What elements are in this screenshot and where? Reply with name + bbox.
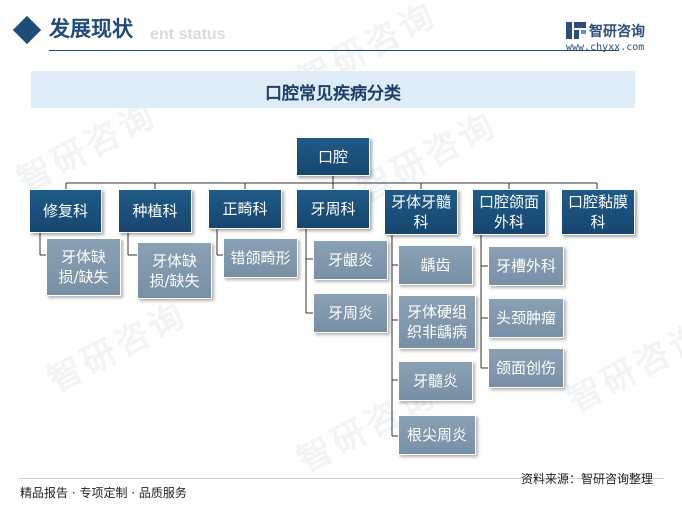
tree-node-item: 错颌畸形 xyxy=(223,238,298,278)
tree-node-item: 牙体硬组织非龋病 xyxy=(398,295,476,349)
diagram-title: 口腔常见疾病分类 xyxy=(265,84,401,104)
tree-node-item: 牙体缺损/缺失 xyxy=(46,238,121,296)
chyxx-logo-icon xyxy=(566,22,586,39)
tree-node-item: 颌面创伤 xyxy=(488,348,564,388)
tree-node-category: 牙体牙髓科 xyxy=(384,189,458,235)
tree-node-item: 牙体缺损/缺失 xyxy=(137,242,212,299)
tree-node-category: 牙周科 xyxy=(296,189,370,229)
tree-node-category: 口腔黏膜科 xyxy=(561,189,635,235)
header-title-en: ent status xyxy=(150,26,226,43)
header-divider xyxy=(49,50,619,51)
diagram-title-band: 口腔常见疾病分类 xyxy=(31,71,635,108)
tree-node-root: 口腔 xyxy=(296,137,370,176)
tree-node-category: 修复科 xyxy=(29,189,102,233)
tree-node-item: 龋齿 xyxy=(398,245,473,285)
tree-node-category: 正畸科 xyxy=(208,189,282,229)
tree-node-item: 根尖周炎 xyxy=(398,415,476,455)
logo-name: 智研咨询 xyxy=(589,24,645,40)
footer-slogan: 精品报告 · 专项定制 · 品质服务 xyxy=(20,486,187,500)
tree-node-category: 种植科 xyxy=(118,189,192,233)
footer-source: 资料来源：智研咨询整理 xyxy=(521,472,654,486)
footer-divider xyxy=(18,478,664,479)
tree-node-item: 牙髓炎 xyxy=(398,361,473,401)
tree-node-item: 牙龈炎 xyxy=(313,240,388,280)
tree-node-item: 牙槽外科 xyxy=(488,246,564,286)
page-title: 发展现状 xyxy=(49,17,133,41)
tree-node-item: 头颈肿瘤 xyxy=(488,298,564,338)
logo-url: www.chyxx.com xyxy=(566,42,645,53)
tree-node-category: 口腔颌面外科 xyxy=(472,189,546,235)
tree-node-item: 牙周炎 xyxy=(313,293,388,333)
